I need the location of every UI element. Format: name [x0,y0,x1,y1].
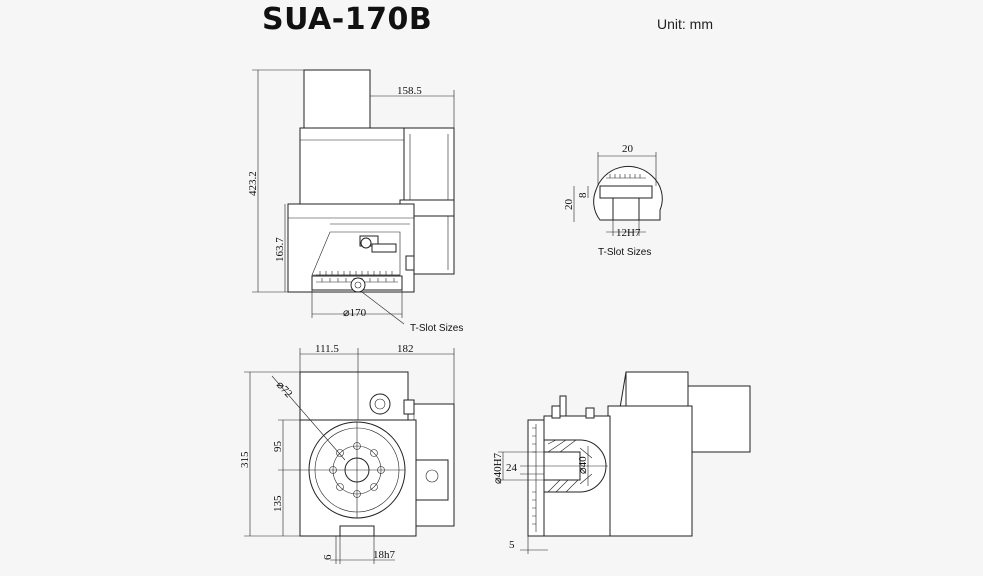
dim-top-upper: 95 [272,441,284,453]
tslot-detail: 20 8 20 12H7 T-Slot Sizes [563,143,663,258]
drawing-title: SUA-170B [262,2,433,37]
unit-label: Unit: mm [657,16,713,32]
dim-top-diameter: ⌀72 [274,379,295,400]
dim-side-depth: 24 [506,462,518,474]
dim-top-right: 182 [397,343,414,355]
dim-front-lower-height: 163.7 [274,237,286,262]
tslot-caption: T-Slot Sizes [598,247,651,258]
dim-top-bottom-small: 6 [322,554,334,560]
dim-tslot-top: 20 [622,143,634,155]
dim-top-lower: 135 [272,495,284,512]
dim-tslot-depth: 8 [577,192,589,198]
dim-front-diameter: ⌀170 [343,307,367,319]
top-view: ⌀72 111.5 182 315 95 135 6 18h7 [239,343,455,564]
dim-top-left: 111.5 [315,343,339,355]
dim-top-bottom-key: 18h7 [373,549,396,561]
dim-side-inner: ⌀40 [577,456,589,474]
dim-front-total-height: 423.2 [247,171,259,196]
dim-tslot-height: 20 [563,199,575,211]
dim-front-width: 158.5 [397,85,422,97]
side-view: ⌀40H7 24 ⌀40 5 [492,371,751,554]
dim-tslot-slot: 12H7 [616,227,641,239]
dim-top-height: 315 [239,451,251,468]
dim-side-bottom: 5 [509,539,515,551]
dim-side-bore: ⌀40H7 [492,452,504,484]
front-view: 158.5 423.2 163.7 ⌀170 T-Slot Sizes [247,69,463,334]
front-tslot-callout: T-Slot Sizes [410,323,463,334]
